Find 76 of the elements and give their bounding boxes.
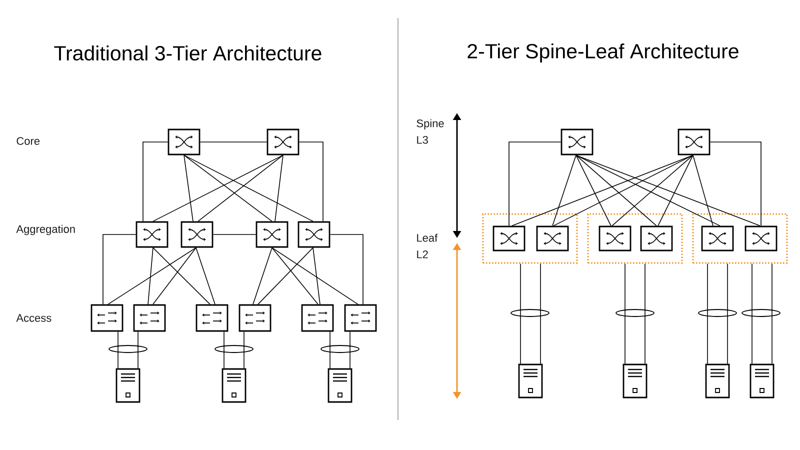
- link-line: [576, 154, 760, 226]
- link-line: [272, 247, 358, 305]
- link-line: [710, 142, 762, 226]
- link-line: [184, 154, 194, 222]
- switch-box: [492, 226, 526, 252]
- link-line: [576, 154, 657, 226]
- tier-label: Core: [16, 137, 40, 145]
- server-icon: [705, 364, 730, 398]
- tier-label: Access: [16, 314, 52, 322]
- switch-box: [344, 304, 377, 332]
- link-line: [198, 154, 284, 222]
- switch-box: [598, 226, 632, 252]
- server-icon: [518, 364, 543, 398]
- link-line: [184, 154, 272, 222]
- server-icon: [222, 368, 246, 403]
- tier-label: Spine L3: [416, 119, 444, 144]
- link-line: [152, 247, 196, 305]
- link-line: [612, 154, 694, 226]
- switch-box: [168, 128, 200, 156]
- link-line: [258, 247, 314, 305]
- server-icon: [328, 368, 352, 403]
- server-icon: [750, 364, 774, 398]
- link-line: [108, 247, 196, 305]
- switch-box: [301, 304, 334, 332]
- link-line: [148, 247, 154, 305]
- link-line: [142, 142, 168, 222]
- group-box: [692, 213, 788, 264]
- link-line: [252, 247, 272, 305]
- server-icon: [116, 368, 140, 403]
- link-line: [184, 154, 314, 222]
- switch-box: [180, 221, 214, 248]
- switch-box: [90, 304, 124, 332]
- panel-heading: 2-Tier Spine-Leaf Architecture: [468, 43, 738, 63]
- link-line: [692, 154, 714, 226]
- switch-box: [196, 304, 228, 332]
- switch-box: [640, 226, 673, 252]
- switch-box: [701, 226, 734, 252]
- server-icon: [622, 364, 648, 398]
- link-line: [540, 263, 541, 364]
- switch-box: [536, 226, 569, 252]
- switch-box: [298, 221, 330, 248]
- switch-box: [133, 304, 166, 332]
- link-line: [298, 142, 324, 222]
- switch-box: [266, 128, 300, 156]
- link-line: [274, 154, 284, 222]
- switch-box: [256, 221, 288, 248]
- link-line: [330, 234, 364, 305]
- link-line: [196, 247, 216, 305]
- switch-box: [678, 128, 710, 156]
- link-line: [576, 154, 720, 226]
- group-box: [482, 213, 578, 264]
- link-line: [624, 263, 626, 364]
- link-line: [576, 154, 612, 226]
- link-line: [152, 247, 210, 305]
- link-line: [152, 154, 284, 222]
- tier-label: Leaf L2: [417, 234, 438, 258]
- link-line: [520, 263, 521, 364]
- link-line: [644, 263, 646, 364]
- link-line: [552, 154, 576, 226]
- switch-box: [560, 128, 594, 156]
- link-line: [102, 234, 136, 305]
- tier-label: Aggregation: [16, 224, 75, 236]
- link-line: [508, 142, 562, 226]
- switch-box: [238, 304, 272, 332]
- link-line: [212, 234, 256, 235]
- link-line: [658, 154, 694, 226]
- panel-heading: Traditional 3-Tier Architecture: [54, 45, 322, 61]
- link-line: [553, 154, 694, 226]
- link-line: [512, 154, 694, 226]
- switch-box: [744, 226, 778, 252]
- link-line: [727, 263, 728, 364]
- link-line: [312, 247, 320, 305]
- link-line: [272, 247, 318, 305]
- group-box: [587, 213, 683, 264]
- link-line: [707, 263, 708, 364]
- switch-box: [136, 221, 168, 248]
